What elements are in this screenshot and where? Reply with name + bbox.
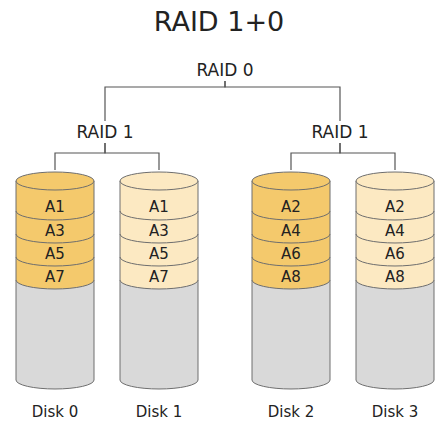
stripe-block: A8 bbox=[355, 267, 435, 287]
stripe-block: A7 bbox=[15, 267, 95, 287]
stripe-block: A2 bbox=[251, 197, 331, 217]
raid-level-node: RAID 0 bbox=[170, 59, 280, 81]
stripe-block: A4 bbox=[355, 221, 435, 241]
bracket-connector bbox=[105, 81, 225, 121]
stripe-block: A4 bbox=[251, 221, 331, 241]
stripe-block: A7 bbox=[119, 267, 199, 287]
raid-level-label: RAID 1 bbox=[285, 122, 395, 142]
disk-label: Disk 0 bbox=[15, 402, 95, 422]
disk-node: A1A3A5A7Disk 1 bbox=[119, 170, 199, 430]
stripe-block: A6 bbox=[251, 244, 331, 264]
raid-level-label: RAID 0 bbox=[170, 60, 280, 80]
stripe-block: A2 bbox=[355, 197, 435, 217]
disk-label: Disk 1 bbox=[119, 402, 199, 422]
raid-level-node: RAID 1 bbox=[50, 121, 160, 143]
bracket-connector bbox=[55, 143, 105, 170]
stripe-block: A5 bbox=[119, 244, 199, 264]
raid-level-node: RAID 1 bbox=[285, 121, 395, 143]
stripe-block: A1 bbox=[119, 197, 199, 217]
diagram-title: RAID 1+0 bbox=[0, 4, 438, 40]
disk-label: Disk 2 bbox=[251, 402, 331, 422]
stripe-block: A8 bbox=[251, 267, 331, 287]
stripe-block: A6 bbox=[355, 244, 435, 264]
raid-level-label: RAID 1 bbox=[50, 122, 160, 142]
stripe-block: A5 bbox=[15, 244, 95, 264]
stripe-block: A3 bbox=[15, 221, 95, 241]
disk-node: A1A3A5A7Disk 0 bbox=[15, 170, 95, 430]
stripe-block: A1 bbox=[15, 197, 95, 217]
bracket-connector bbox=[340, 143, 395, 170]
stripe-block: A3 bbox=[119, 221, 199, 241]
disk-label: Disk 3 bbox=[355, 402, 435, 422]
bracket-connector bbox=[291, 143, 340, 170]
disk-node: A2A4A6A8Disk 2 bbox=[251, 170, 331, 430]
bracket-connector bbox=[105, 143, 159, 170]
bracket-connector bbox=[225, 81, 340, 121]
disk-node: A2A4A6A8Disk 3 bbox=[355, 170, 435, 430]
